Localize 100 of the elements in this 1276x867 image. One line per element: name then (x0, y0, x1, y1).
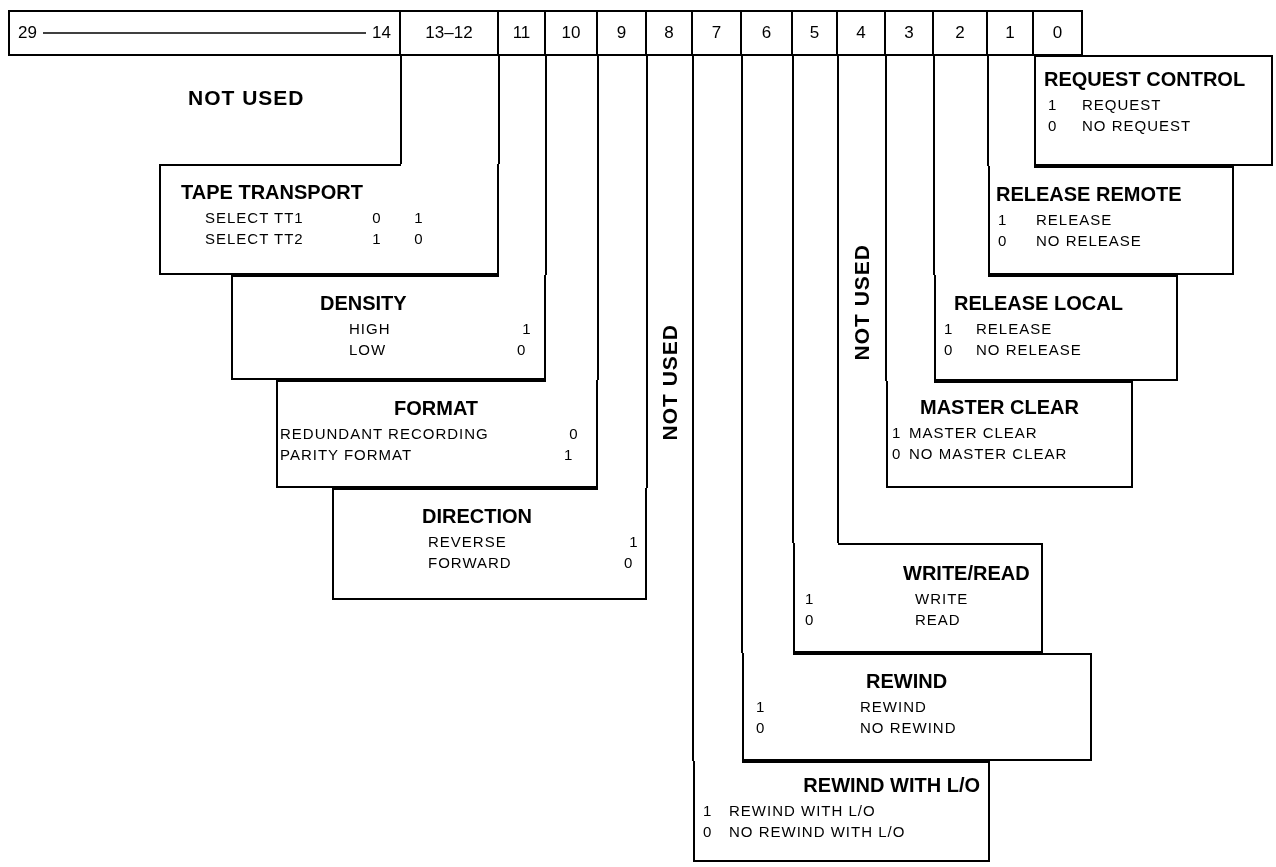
option-label: REWIND WITH L/O (729, 802, 876, 819)
field-title: WRITE/READ (903, 562, 1030, 584)
connector-line (597, 55, 599, 381)
bit-number: 14 (372, 23, 391, 43)
bit-value: PARITY FORMAT (280, 446, 413, 463)
bit-cell (401, 10, 499, 56)
bit-number: 6 (761, 23, 772, 43)
option-label: RELEASE (976, 320, 1053, 337)
option-label: NO RELEASE (976, 341, 1082, 358)
bit-value: 1 (629, 533, 639, 550)
bit-value: 1 (414, 209, 424, 226)
bit-cell (8, 10, 401, 56)
field-title: REWIND WITH L/O (803, 774, 980, 796)
field-box (793, 543, 1043, 653)
bit-cell (598, 10, 647, 56)
option-label: NO REWIND WITH L/O (729, 823, 906, 840)
bit-value: LOW (349, 341, 387, 358)
option-label: HIGH (349, 320, 391, 337)
bit-value: 1 (944, 320, 954, 337)
bit-value: 0 (372, 209, 382, 226)
option-label: NO RELEASE (1036, 232, 1142, 249)
bit-cell (886, 10, 934, 56)
bit-number: 1 (1005, 23, 1015, 43)
bit-number: 10 (561, 23, 581, 43)
connector-line (933, 55, 935, 276)
field-note: NOT USED (850, 244, 874, 361)
connector-line (692, 55, 694, 762)
option-label: 0 (624, 554, 634, 571)
option-label: REQUEST (1082, 96, 1162, 113)
field-title: REWIND (866, 670, 948, 692)
field-box (276, 380, 598, 488)
field-title: DENSITY (320, 292, 407, 314)
bit-value: 0 (944, 341, 954, 358)
field-box (988, 166, 1234, 275)
field-box (742, 653, 1092, 761)
connector-line (741, 55, 743, 654)
option-label: SELECT TT1 (205, 209, 304, 226)
field-note: NOT USED (188, 86, 305, 110)
bit-cell (647, 10, 693, 56)
field-box (934, 275, 1178, 381)
bit-value: 0 (805, 611, 815, 628)
bit-number: 0 (1052, 23, 1063, 43)
bit-number: 13–12 (425, 23, 473, 43)
bit-cell (1034, 10, 1083, 56)
option-label: NO REWIND (860, 719, 957, 736)
bit-value: 1 (805, 590, 815, 607)
option-label: 1 (564, 446, 574, 463)
bit-value: 0 (892, 445, 902, 462)
option-label: SELECT TT2 (205, 230, 304, 247)
bit-value: 1 (1048, 96, 1058, 113)
bit-value: 1 (372, 230, 382, 247)
connector-line (792, 55, 794, 544)
bit-number: 5 (809, 23, 820, 43)
bit-cell (693, 10, 742, 56)
field-title: TAPE TRANSPORT (181, 181, 363, 203)
bit-number: 9 (616, 23, 627, 43)
bit-number: 29 (18, 23, 37, 43)
field-box (159, 164, 499, 275)
field-box (693, 761, 990, 862)
field-title: RELEASE REMOTE (996, 183, 1182, 205)
bit-value: 0 (414, 230, 424, 247)
bit-value: 1 (998, 211, 1008, 228)
bit-cell (793, 10, 838, 56)
field-title: REQUEST CONTROL (1044, 68, 1246, 90)
bit-value: 1 (892, 424, 902, 441)
connector-line (498, 55, 500, 165)
connector-line (646, 55, 648, 489)
field-title: DIRECTION (422, 505, 532, 527)
option-label: RELEASE (1036, 211, 1113, 228)
bit-value: 0 (756, 719, 766, 736)
field-box (332, 488, 647, 600)
bit-value: 1 (522, 320, 532, 337)
bit-cell (988, 10, 1034, 56)
bit-cell (499, 10, 546, 56)
bit-number: 11 (512, 23, 531, 43)
field-title: MASTER CLEAR (920, 396, 1079, 418)
field-title: RELEASE LOCAL (954, 292, 1123, 314)
option-label: NO REQUEST (1082, 117, 1192, 134)
bit-value: 0 (569, 425, 579, 442)
bit-cell (838, 10, 886, 56)
bit-value: 1 (756, 698, 766, 715)
bit-value: FORWARD (428, 554, 512, 571)
field-box (886, 381, 1133, 488)
field-title: FORMAT (394, 397, 479, 419)
connector-line (885, 55, 887, 382)
bit-value: 0 (1048, 117, 1058, 134)
bit-cell (546, 10, 598, 56)
connector-line (545, 55, 547, 276)
bit-number: 8 (664, 23, 674, 43)
bit-number: 4 (856, 23, 866, 43)
field-note: NOT USED (658, 324, 682, 441)
bit-number: 3 (904, 23, 914, 43)
option-label: REVERSE (428, 533, 507, 550)
field-box (1034, 55, 1273, 166)
bit-number: 2 (955, 23, 965, 43)
connector-line (987, 55, 989, 167)
option-label: 0 (517, 341, 527, 358)
option-label: MASTER CLEAR (909, 424, 1038, 441)
option-label: REWIND (860, 698, 927, 715)
option-label: NO MASTER CLEAR (909, 445, 1068, 462)
